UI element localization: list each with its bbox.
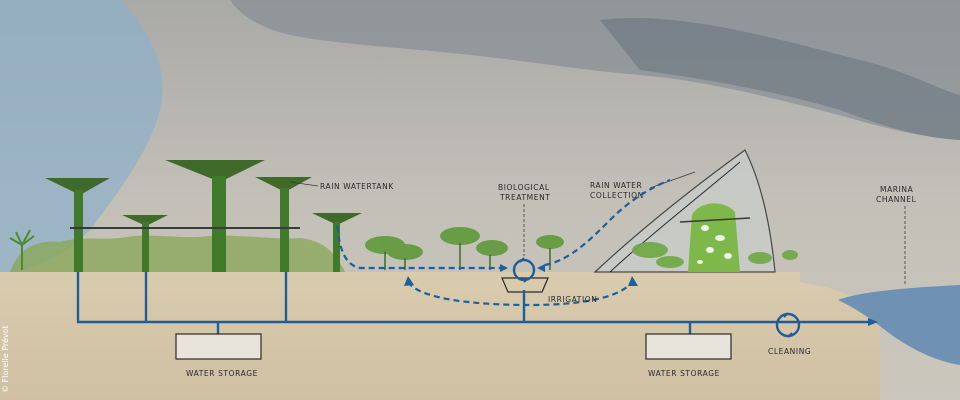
cloud-mountain-openings <box>697 225 732 264</box>
water-storage-tank-left <box>175 333 262 360</box>
garden-trees-middle <box>365 227 564 260</box>
cleaning-pump-arrows <box>783 312 793 338</box>
garden-trunks-middle <box>384 243 551 270</box>
blue-sky-wash <box>0 0 163 275</box>
credit-text: © Florelle Prévot <box>0 325 10 393</box>
label-collection: COLLECTION <box>590 191 644 200</box>
supertree-1 <box>45 178 110 272</box>
water-storage-tank-right <box>645 333 732 360</box>
leader-rain-watertank <box>289 181 319 187</box>
rainwater-flow-lines <box>335 178 671 307</box>
label-cleaning: CLEANING <box>768 347 811 356</box>
supertree-3 <box>165 160 265 272</box>
palm-left <box>9 229 35 270</box>
cloud-wash <box>230 0 960 140</box>
label-rain-watertank: RAIN WATERTANK <box>320 182 394 191</box>
treatment-pump-arrows <box>519 257 529 283</box>
label-water-storage-left: WATER STORAGE <box>186 369 258 378</box>
dome-vegetation <box>632 242 798 268</box>
label-treatment: TREATMENT <box>499 193 550 202</box>
outflow-arrowhead <box>868 318 878 326</box>
treatment-basin <box>501 277 549 293</box>
leader-rain-water-collection <box>649 171 696 189</box>
supertree-4 <box>255 177 312 272</box>
label-irrigation: IRRIGATION <box>548 295 598 304</box>
label-channel: CHANNEL <box>876 195 917 204</box>
dome-inner-frame <box>609 161 741 273</box>
supertree-5 <box>312 213 362 272</box>
label-biological: BIOLOGICAL <box>498 183 550 192</box>
garden-vegetation-left <box>10 235 345 272</box>
cloud-mountain <box>688 203 740 272</box>
ground-section <box>0 272 880 400</box>
label-marina: MARINA <box>880 185 914 194</box>
treatment-pump-icon <box>512 258 536 282</box>
marina-water <box>838 285 960 365</box>
flow-arrowheads <box>404 264 638 286</box>
cloud-mountain-bridge <box>679 217 751 223</box>
label-rain-water: RAIN WATER <box>590 181 642 190</box>
dark-cloud <box>600 18 960 140</box>
supertree-2 <box>122 215 168 272</box>
label-water-storage-right: WATER STORAGE <box>648 369 720 378</box>
